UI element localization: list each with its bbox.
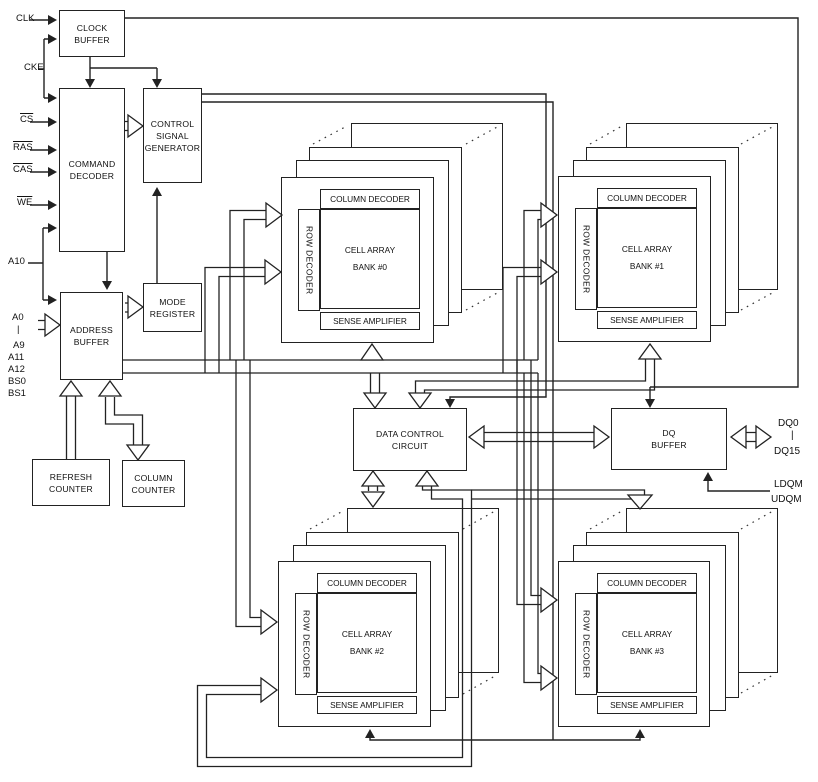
bank0-column-decoder: COLUMN DECODER [320, 189, 420, 209]
bank0-cell-array: CELL ARRAY BANK #0 [320, 209, 420, 309]
pin-cas: CAS [13, 164, 33, 175]
data-control-circuit-block: DATA CONTROL CIRCUIT [353, 408, 467, 471]
pin-clk: CLK [16, 13, 35, 24]
bank3-cell-array: CELL ARRAY BANK #3 [597, 593, 697, 693]
pin-bs1: BS1 [8, 388, 26, 399]
bank3-front: COLUMN DECODER ROW DECODER CELL ARRAY BA… [558, 561, 710, 727]
control-signal-generator-block: CONTROL SIGNAL GENERATOR [143, 88, 202, 183]
bank1-front: COLUMN DECODER ROW DECODER CELL ARRAY BA… [558, 176, 711, 342]
pin-dq0: DQ0 [778, 418, 799, 429]
bank2-cell-array: CELL ARRAY BANK #2 [317, 593, 417, 693]
bank2-column-decoder: COLUMN DECODER [317, 573, 417, 593]
bank3-column-decoder: COLUMN DECODER [597, 573, 697, 593]
pin-dq15: DQ15 [774, 446, 801, 457]
bank2-row-decoder: ROW DECODER [295, 593, 317, 695]
bank1-column-decoder: COLUMN DECODER [597, 188, 697, 208]
column-counter-block: COLUMN COUNTER [122, 460, 185, 507]
pin-a11: A11 [8, 352, 25, 363]
address-buffer-block: ADDRESS BUFFER [60, 292, 123, 380]
pin-ras: RAS [13, 142, 33, 153]
bank3-row-decoder: ROW DECODER [575, 593, 597, 695]
pin-a10: A10 [8, 256, 25, 267]
bank1-sense-amplifier: SENSE AMPLIFIER [597, 311, 697, 329]
pin-udqm: UDQM [771, 494, 802, 505]
pin-a0: A0 [12, 312, 24, 323]
mode-register-block: MODE REGISTER [143, 283, 202, 332]
pin-bs0: BS0 [8, 376, 26, 387]
clock-buffer-block: CLOCK BUFFER [59, 10, 125, 57]
pin-a9: A9 [13, 340, 25, 351]
bank2-sense-amplifier: SENSE AMPLIFIER [317, 696, 417, 714]
bank1-cell-array: CELL ARRAY BANK #1 [597, 208, 697, 308]
pin-a12: A12 [8, 364, 25, 375]
pin-we: WE [17, 197, 33, 208]
pin-cke: CKE [24, 62, 44, 73]
bank1-row-decoder: ROW DECODER [575, 208, 597, 310]
bank0-front: COLUMN DECODER ROW DECODER CELL ARRAY BA… [281, 177, 434, 343]
bank2-front: COLUMN DECODER ROW DECODER CELL ARRAY BA… [278, 561, 431, 727]
pin-a0-a9-separator: | [17, 324, 20, 335]
command-decoder-block: COMMAND DECODER [59, 88, 125, 252]
bank3-sense-amplifier: SENSE AMPLIFIER [597, 696, 697, 714]
bank0-row-decoder: ROW DECODER [298, 209, 320, 311]
pin-dq-separator: | [791, 430, 794, 441]
pin-cs: CS [20, 114, 34, 125]
pin-ldqm: LDQM [774, 479, 803, 490]
dq-buffer-block: DQ BUFFER [611, 408, 727, 470]
bank0-sense-amplifier: SENSE AMPLIFIER [320, 312, 420, 330]
refresh-counter-block: REFRESH COUNTER [32, 459, 110, 506]
